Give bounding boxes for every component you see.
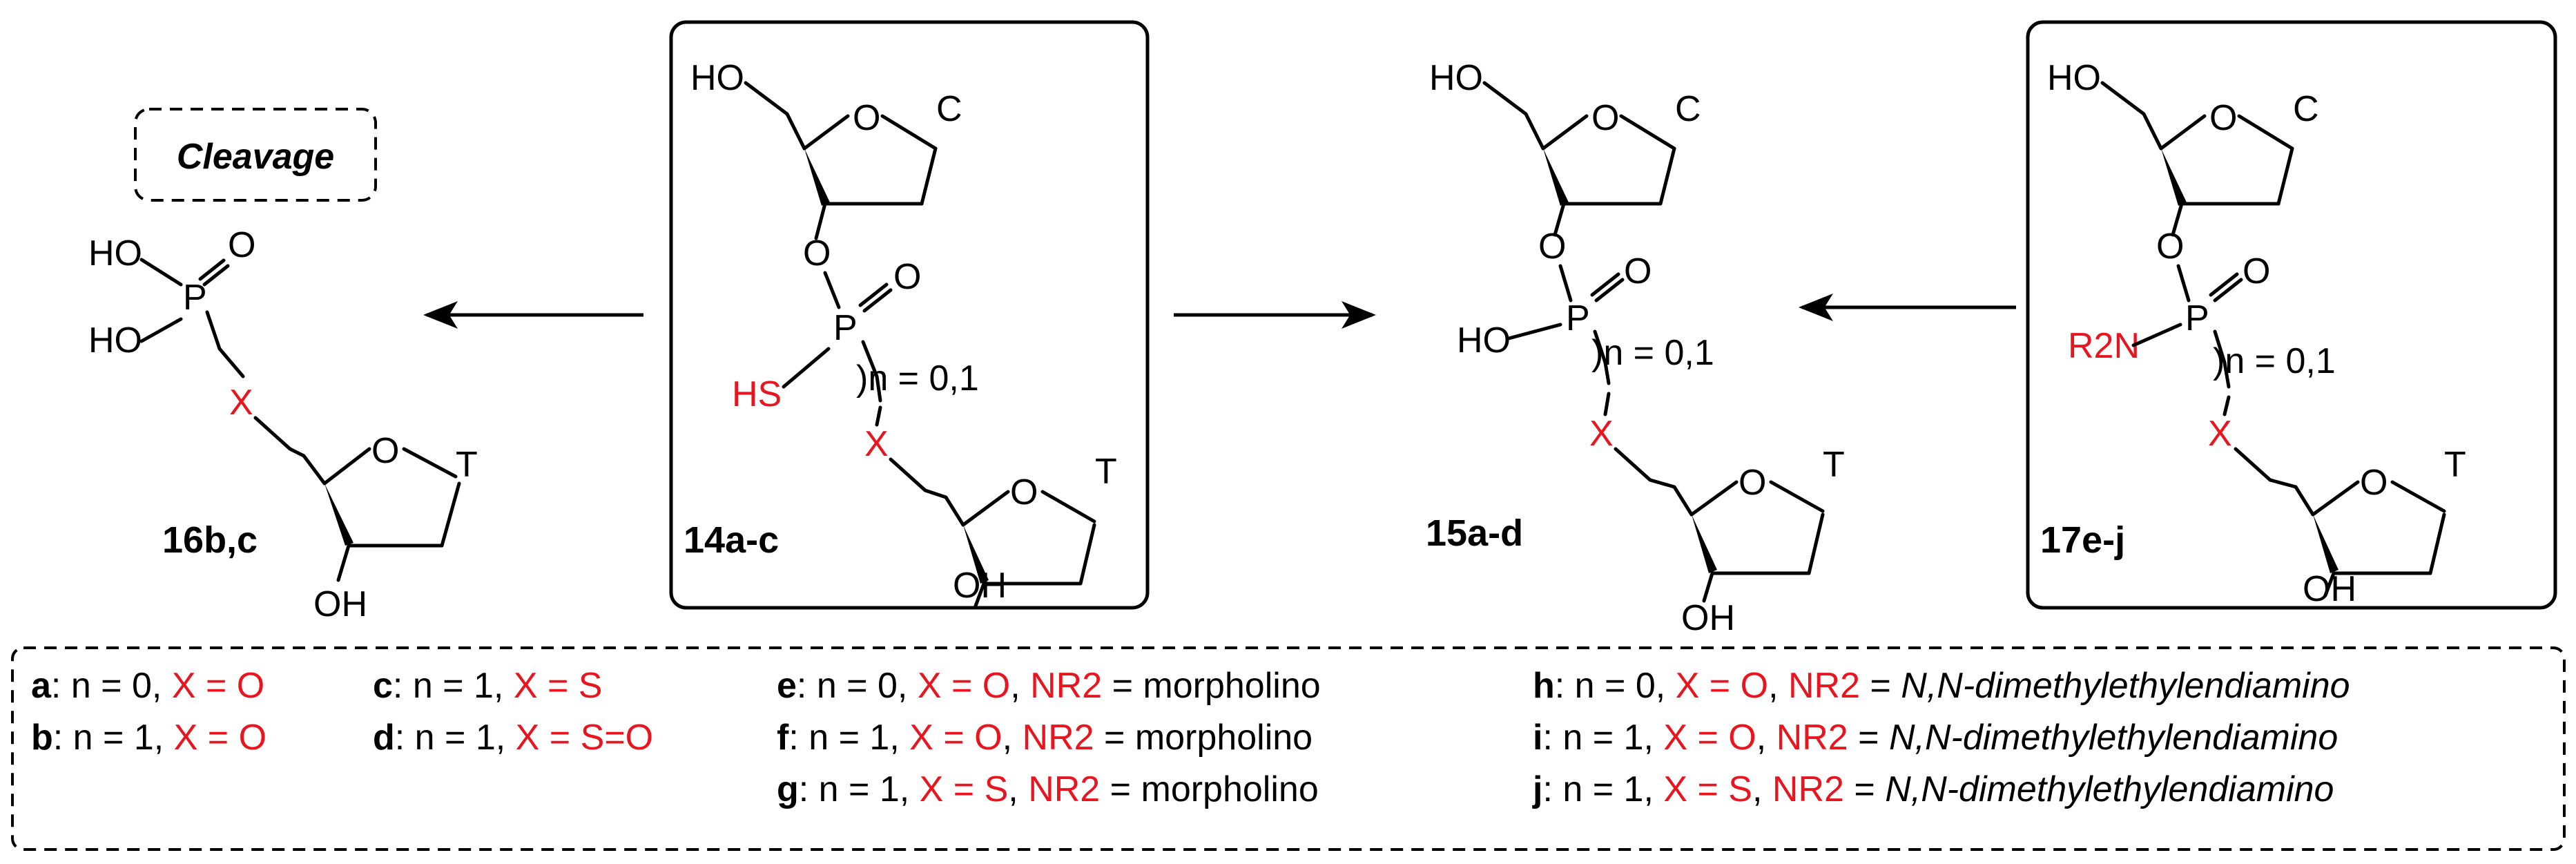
o-label: O xyxy=(228,225,255,265)
compound-14: HO O C O P O HS )n = 0,1 X O T OH 14a-c xyxy=(684,58,1117,610)
c-label: C xyxy=(1675,89,1701,129)
oh-label: OH xyxy=(953,566,1007,606)
r2n-label: R2N xyxy=(2068,326,2140,366)
legend-i: i: n = 1, X = O, NR2 = N,N-dimethylethyl… xyxy=(1533,718,2338,758)
o-label: O xyxy=(893,257,921,297)
n-range-label: )n = 0,1 xyxy=(856,358,979,399)
compound-id-16: 16b,c xyxy=(162,519,258,561)
compound-id-14: 14a-c xyxy=(684,519,779,561)
o-label: O xyxy=(2243,251,2270,291)
ho-label: HO xyxy=(2047,58,2101,98)
t-label: T xyxy=(1823,445,1845,485)
o-label: O xyxy=(853,98,880,138)
o-label: O xyxy=(2360,463,2388,503)
o-label: O xyxy=(1739,463,1766,503)
o-label: O xyxy=(2156,227,2184,267)
compound-16: HO HO P O X O T OH 16b,c xyxy=(88,225,478,624)
ho-label: HO xyxy=(88,320,142,361)
t-label: T xyxy=(456,445,478,485)
legend-e: e: n = 0, X = O, NR2 = morpholino xyxy=(777,666,1321,706)
compound-id-17: 17e-j xyxy=(2040,519,2125,561)
o-label: O xyxy=(803,233,831,273)
n-range-label: )n = 0,1 xyxy=(2213,341,2336,381)
x-label: X xyxy=(2208,414,2232,454)
frame-17 xyxy=(2026,20,2557,610)
oh-label: OH xyxy=(1681,598,1735,638)
legend-frame xyxy=(11,646,2566,851)
p-label: P xyxy=(1566,298,1590,338)
legend-c: c: n = 1, X = S xyxy=(373,666,602,706)
legend-h: h: n = 0, X = O, NR2 = N,N-dimethylethyl… xyxy=(1533,666,2350,706)
o-label: O xyxy=(371,431,399,471)
o-label: O xyxy=(1624,251,1652,291)
p-label: P xyxy=(2185,298,2209,338)
compound-15: HO O C O P O HO )n = 0,1 X O T OH 15a-d xyxy=(1426,58,1845,638)
o-label: O xyxy=(2209,98,2237,138)
legend: a: n = 0, X = O b: n = 1, X = O c: n = 1… xyxy=(31,666,2350,809)
x-label: X xyxy=(229,383,253,423)
oh-label: OH xyxy=(313,584,367,624)
legend-a: a: n = 0, X = O xyxy=(31,666,264,706)
p-label: P xyxy=(833,308,858,348)
o-label: O xyxy=(1538,227,1566,267)
cleavage-label: Cleavage xyxy=(177,137,334,177)
legend-g: g: n = 1, X = S, NR2 = morpholino xyxy=(777,769,1319,809)
n-range-label: )n = 0,1 xyxy=(1591,333,1714,373)
cleavage-frame xyxy=(134,108,377,202)
ho-label: HO xyxy=(88,233,142,273)
frame-14 xyxy=(669,20,1150,610)
oh-label: OH xyxy=(2303,569,2356,609)
c-label: C xyxy=(2293,89,2319,129)
legend-j: j: n = 1, X = S, NR2 = N,N-dimethylethyl… xyxy=(1532,769,2334,809)
x-label: X xyxy=(1589,414,1614,454)
c-label: C xyxy=(936,89,962,129)
x-label: X xyxy=(864,424,889,464)
compound-id-15: 15a-d xyxy=(1426,512,1523,554)
t-label: T xyxy=(1095,452,1117,492)
ho-label: HO xyxy=(1429,58,1483,98)
ho-label: HO xyxy=(1457,320,1511,361)
t-label: T xyxy=(2444,445,2466,485)
legend-d: d: n = 1, X = S=O xyxy=(373,718,653,758)
hs-label: HS xyxy=(732,374,782,414)
o-label: O xyxy=(1591,98,1619,138)
legend-b: b: n = 1, X = O xyxy=(31,718,267,758)
compound-17: HO O C O P O R2N )n = 0,1 X O T OH 17e-j xyxy=(2040,58,2466,609)
o-label: O xyxy=(1010,472,1038,512)
ho-label: HO xyxy=(690,58,744,98)
legend-f: f: n = 1, X = O, NR2 = morpholino xyxy=(777,718,1313,758)
